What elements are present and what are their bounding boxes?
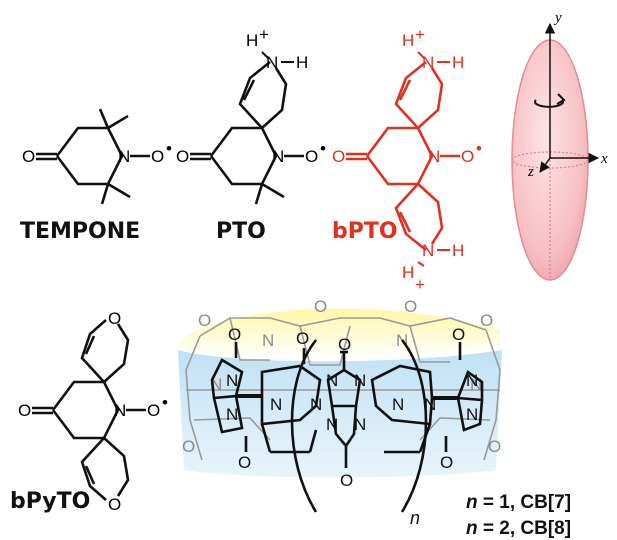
cb-back-oxygens: O O O O O O <box>182 297 501 456</box>
cb-n-11: N <box>466 371 478 390</box>
cb-back-o5: O <box>182 437 195 456</box>
tempone-oxygen-ketone: O <box>22 147 35 166</box>
cb-back-o2: O <box>314 297 327 316</box>
axis-label-x: x <box>600 151 608 167</box>
bpto-top-hydrogen: H <box>402 31 414 50</box>
cb-n-2: N <box>310 395 322 414</box>
cb-front-atoms: O O O O O O O N N N N N N N N N N N N <box>226 325 478 490</box>
cb7-rest: = 1, CB[7] <box>478 492 571 513</box>
cb8-rest: = 2, CB[8] <box>478 518 571 539</box>
pto-hydrogen-right: H <box>296 53 308 72</box>
cb-back-n1: N <box>262 331 274 350</box>
pto-nh-bond <box>261 51 269 59</box>
bpto-atoms: O N O • N H + H N H + H <box>332 25 482 294</box>
pto-structure <box>190 60 304 205</box>
repeat-index-n: n <box>410 508 420 528</box>
cb-n-5: N <box>326 415 338 434</box>
label-bpyto: bPyTO <box>10 489 90 514</box>
bracket-left <box>290 339 318 513</box>
bpto-nitrogen: N <box>428 147 440 166</box>
cb-o-center-bottom: O <box>340 471 353 490</box>
label-bpto: bPTO <box>332 219 398 244</box>
cb-n-4: N <box>354 371 366 390</box>
bpto-bottom-hydrogen-right: H <box>452 241 464 260</box>
bpto-top-nitrogen: N <box>422 53 434 72</box>
cb-o-left-top: O <box>228 325 241 344</box>
cb-n-7: N <box>392 395 404 414</box>
cb-n-8: N <box>424 395 436 414</box>
cb-o-center-top: O <box>338 335 351 354</box>
bpyto-oxygen-ketone: O <box>18 401 31 420</box>
bpyto-oxygen-top: O <box>108 309 121 328</box>
label-pto: PTO <box>216 219 266 244</box>
cb-back-o1: O <box>198 311 211 330</box>
cb-o-right-top: O <box>452 325 465 344</box>
cb-n-9: N <box>226 371 238 390</box>
z-axis-arrow <box>539 157 551 173</box>
cb-n-12: N <box>466 405 478 424</box>
cb7-var: n <box>466 492 478 513</box>
cb8-var: n <box>466 518 478 539</box>
bpto-bottom-hydrogen: H <box>402 263 414 282</box>
axis-label-y: y <box>553 10 562 26</box>
cb-n-10: N <box>226 405 238 424</box>
bpyto-oxygen-bottom: O <box>108 495 121 514</box>
tempone-oxygen-nitroxide: O <box>151 147 164 166</box>
bpto-top-charge: + <box>415 25 425 44</box>
cb-o-2: O <box>296 329 309 348</box>
bpyto-oxygen-nitroxide: O <box>147 401 160 420</box>
bpto-structure <box>346 60 460 252</box>
cb8-label: n = 2, CB[8] <box>466 518 571 539</box>
cb-n-3: N <box>326 371 338 390</box>
tempone-radical: • <box>166 139 172 158</box>
tempone-structure <box>36 108 150 205</box>
pto-radical: • <box>320 139 326 158</box>
cb-n-6: N <box>354 415 366 434</box>
rotation-arrowhead <box>556 93 566 105</box>
pto-nitrogen: N <box>272 147 284 166</box>
label-tempone: TEMPONE <box>20 219 140 244</box>
cb-o-right-bottom: O <box>440 453 453 472</box>
bpto-oxygen-nitroxide: O <box>461 147 474 166</box>
bpto-top-hydrogen-right: H <box>452 53 464 72</box>
cb-n-1: N <box>270 395 282 414</box>
pto-oxygen-ketone: O <box>176 147 189 166</box>
cb-o-left-bottom: O <box>238 453 251 472</box>
cucurbituril-structure: O O O O O O N N N N <box>178 297 502 528</box>
pto-hydrogen-top: H <box>246 31 258 50</box>
bracket-right <box>400 339 428 513</box>
bpyto-nitrogen: N <box>114 401 126 420</box>
rotation-arrow <box>534 99 564 108</box>
bpto-bottom-nitrogen: N <box>422 241 434 260</box>
rotation-ellipsoid: y x z <box>511 10 608 281</box>
axis-label-z: z <box>527 164 534 180</box>
cb-back-o4: O <box>480 311 493 330</box>
bpto-oxygen-ketone: O <box>332 147 345 166</box>
bpyto-structure <box>32 319 146 501</box>
pto-charge: + <box>259 25 269 44</box>
bpto-radical: • <box>476 139 482 158</box>
pto-oxygen-nitroxide: O <box>305 147 318 166</box>
cb7-label: n = 1, CB[7] <box>466 492 571 513</box>
bpto-nh-bonds <box>417 51 450 267</box>
cb-back-o6: O <box>488 437 501 456</box>
bpto-bottom-charge: + <box>415 275 425 294</box>
tempone-nitrogen: N <box>118 147 130 166</box>
pto-ammonium-nitrogen: N <box>266 53 278 72</box>
cb-back-o3: O <box>404 297 417 316</box>
bpyto-radical: • <box>162 393 168 412</box>
